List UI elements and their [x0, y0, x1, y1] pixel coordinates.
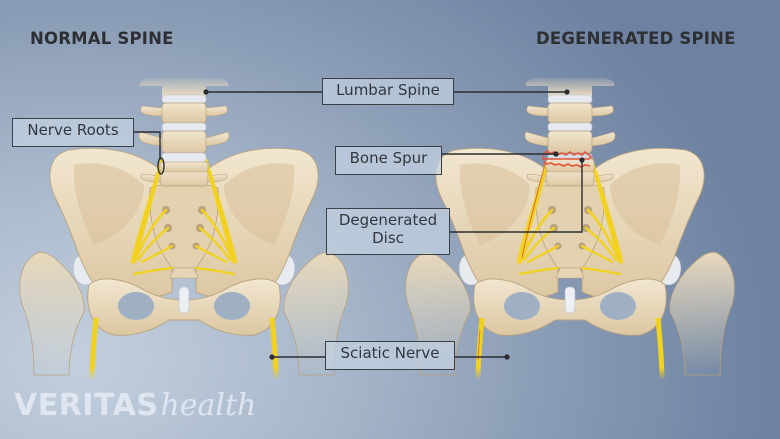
leader-lines [133, 91, 583, 358]
label-degenerated-disc: Degenerated Disc [326, 208, 450, 255]
label-lumbar-spine: Lumbar Spine [322, 78, 454, 105]
label-bone-spur: Bone Spur [335, 146, 442, 175]
veritas-health-logo: VERITAS health [14, 388, 256, 423]
degenerated-spine-title: DEGENERATED SPINE [536, 29, 736, 48]
label-sciatic-nerve: Sciatic Nerve [325, 341, 455, 370]
logo-sub: health [160, 388, 257, 423]
normal-spine-title: NORMAL SPINE [30, 29, 174, 48]
label-nerve-roots: Nerve Roots [12, 118, 134, 147]
logo-brand: VERITAS [14, 388, 159, 423]
